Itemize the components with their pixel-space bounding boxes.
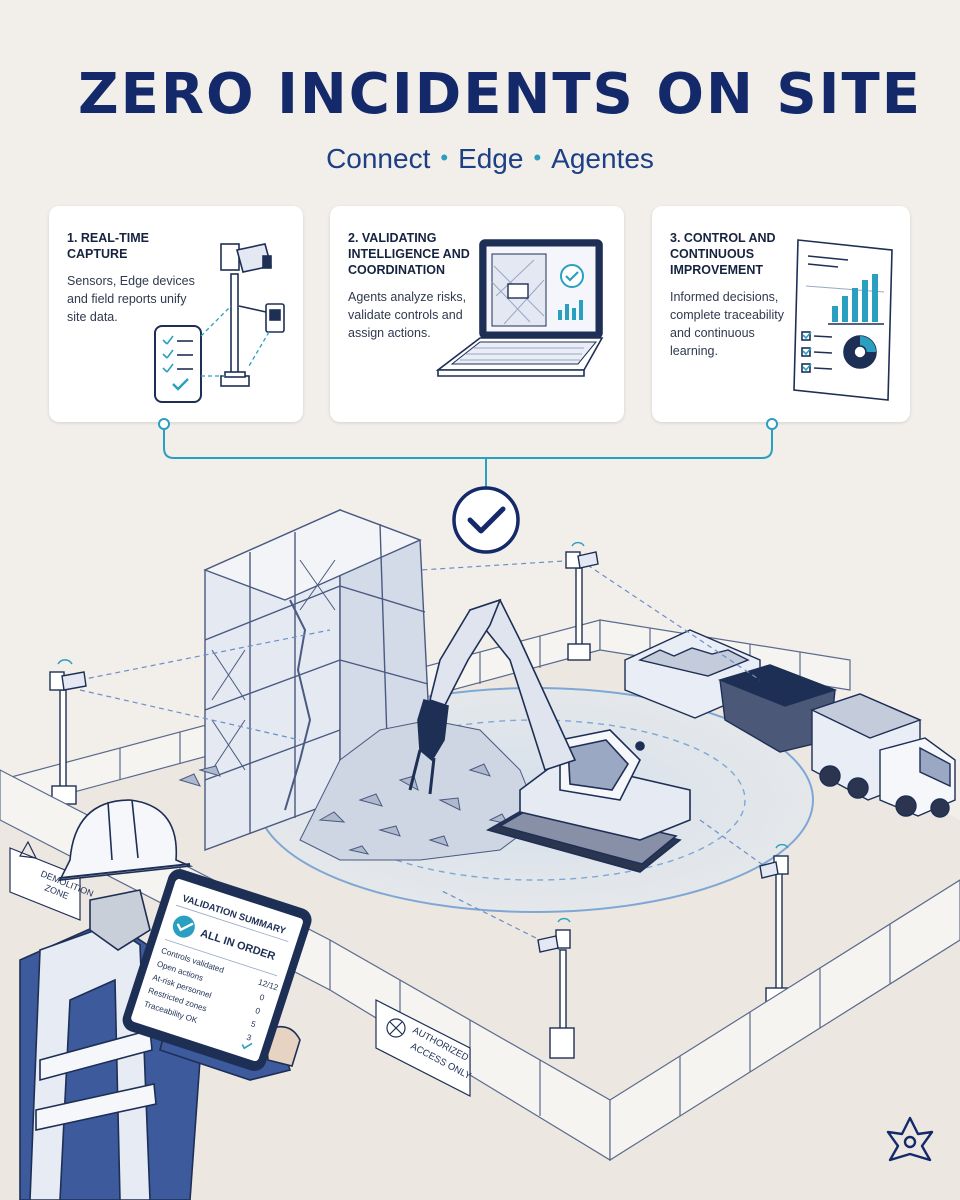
demolished-building <box>203 508 431 852</box>
subtitle-separator: • <box>533 145 542 170</box>
dumpster <box>717 664 838 753</box>
subtitle-agentes: Agentes <box>551 143 654 174</box>
dump-truck <box>810 693 956 818</box>
excavator <box>408 598 691 873</box>
card-body: Agents analyze risks, validate controls … <box>348 290 467 340</box>
subtitle-connect: Connect <box>326 143 431 174</box>
brand-logo-icon <box>886 1116 934 1162</box>
report-illustration <box>793 239 893 401</box>
connector-lines <box>158 418 778 490</box>
card-control-improvement: 3. CONTROL AND CONTINUOUS IMPROVEMENT In… <box>652 206 910 422</box>
card-title: 1. REAL-TIME CAPTURE <box>67 231 149 261</box>
rubble-pile <box>178 719 541 861</box>
tablet-row-value: 0 <box>254 1006 262 1016</box>
card-real-time-capture: 1. REAL-TIME CAPTURE Sensors, Edge devic… <box>49 206 303 422</box>
tablet-row-value: 3 <box>245 1033 253 1043</box>
subtitle: Connect • Edge • Agentes <box>0 143 960 175</box>
sensor-phone-illustration <box>154 243 285 403</box>
sensor-pole-back <box>565 541 599 661</box>
laptop-illustration <box>435 239 604 377</box>
card-title: 2. VALIDATING INTELLIGENCE AND COORDINAT… <box>348 231 470 277</box>
tablet-row-value: 0 <box>258 993 266 1003</box>
subtitle-edge: Edge <box>458 143 524 174</box>
card-title: 3. CONTROL AND CONTINUOUS IMPROVEMENT <box>670 231 776 277</box>
sensor-pole-front <box>537 917 575 1059</box>
sensor-pole-left <box>49 659 87 805</box>
validated-check-icon <box>452 486 520 554</box>
tablet: VALIDATION SUMMARY ALL IN ORDER Controls… <box>122 869 312 1071</box>
card-body: Sensors, Edge devices and field reports … <box>67 274 195 324</box>
card-body: Informed decisions, complete traceabilit… <box>670 290 784 358</box>
subtitle-separator: • <box>440 145 449 170</box>
tablet-row-value: 5 <box>250 1019 258 1029</box>
page-title: ZERO INCIDENTS ON SITE <box>78 62 922 127</box>
card-validating-intelligence: 2. VALIDATING INTELLIGENCE AND COORDINAT… <box>330 206 624 422</box>
